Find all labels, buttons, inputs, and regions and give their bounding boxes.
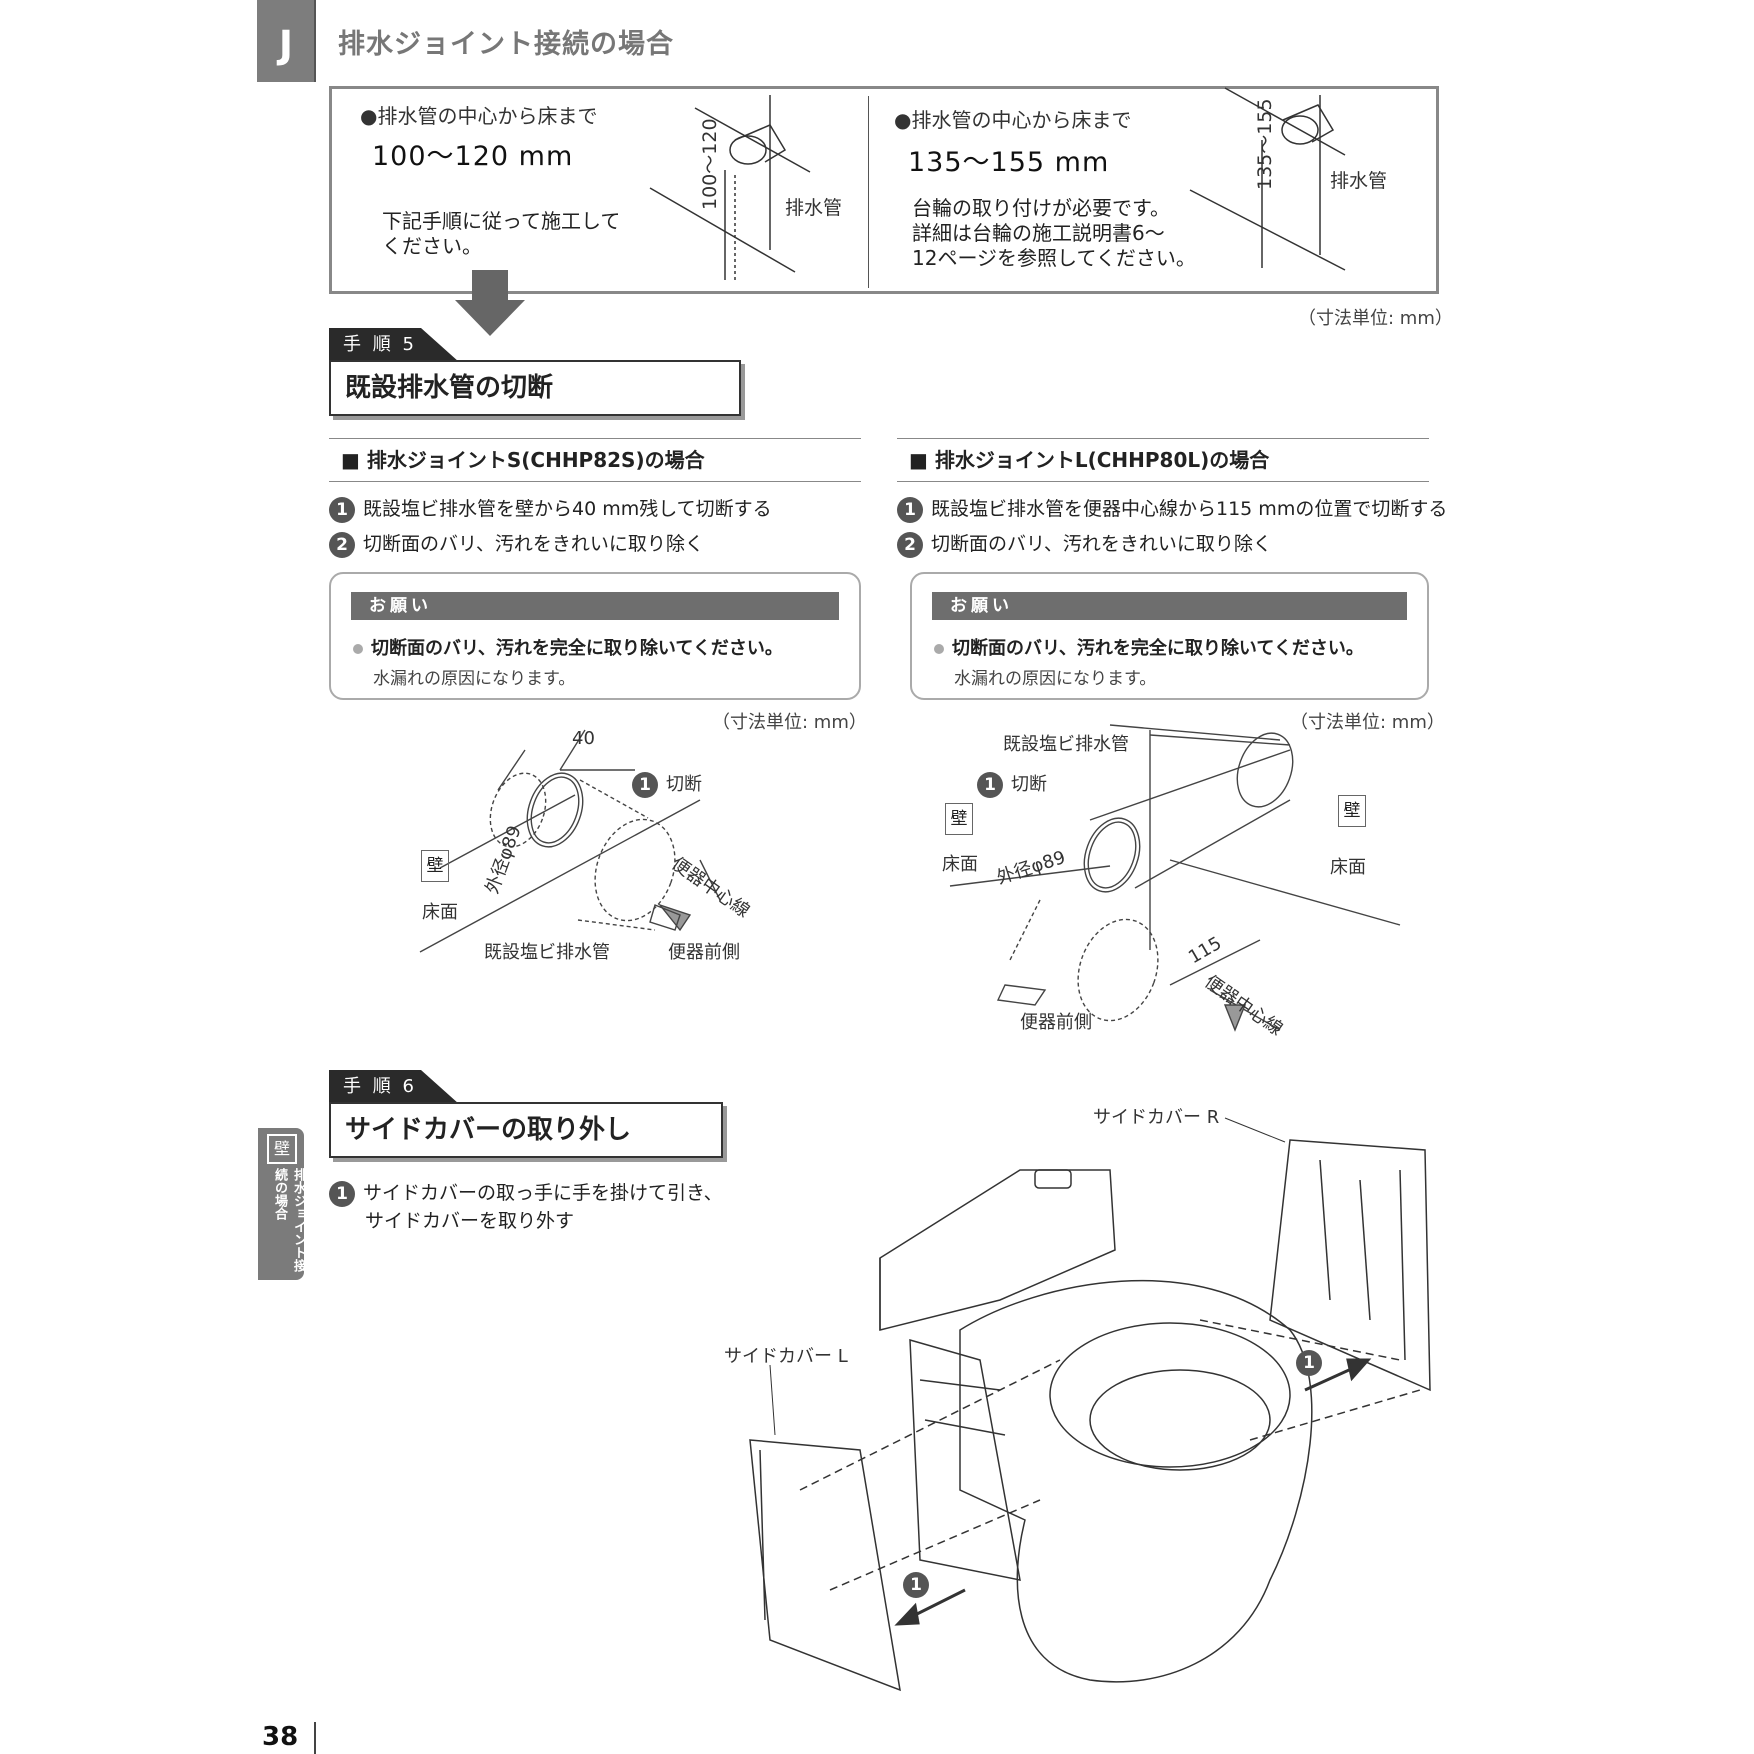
unit-note-top: （寸法単位: mm） <box>1298 308 1453 329</box>
dim-label-left: 100～120 <box>699 118 721 210</box>
number-badge: 1 <box>897 496 923 523</box>
number-badge: 2 <box>329 531 355 558</box>
fig-right-wall-right: 壁 <box>1338 795 1366 827</box>
step6-step-1-cont: サイドカバーを取り外す <box>365 1210 575 1232</box>
fig-right-wall-left: 壁 <box>945 803 973 835</box>
right-note-3: 12ページを参照してください。 <box>912 246 1196 270</box>
fig-left-front: 便器前側 <box>668 942 740 963</box>
fig-left-wall: 壁 <box>421 850 449 882</box>
note-title: お願い <box>932 592 1407 620</box>
step5-left-step-2: 2 切断面のバリ、汚れをきれいに取り除く <box>329 529 704 558</box>
step5-left-step-1: 1 既設塩ビ排水管を壁から40 mm残して切断する <box>329 494 772 523</box>
bullet-dot <box>353 644 363 654</box>
step-text: 切断面のバリ、汚れをきれいに取り除く <box>931 533 1272 555</box>
down-arrow-icon <box>455 270 525 336</box>
cut-figure-left <box>419 729 721 953</box>
pipe-label-left: 排水管 <box>785 197 843 219</box>
pipe-figure-left <box>649 95 811 280</box>
number-badge: 1 <box>329 496 355 523</box>
fig-right-pipe: 既設塩ビ排水管 <box>1003 734 1129 755</box>
note-main-text: 切断面のバリ、汚れを完全に取り除いてください。 <box>952 638 1364 659</box>
fig-right-cut: 1 切断 <box>977 770 1047 798</box>
note-sub: 水漏れの原因になります。 <box>954 669 1157 689</box>
right-note-1: 台輪の取り付けが必要です。 <box>912 196 1170 220</box>
toilet-figure <box>749 1139 1431 1692</box>
cut-text: 切断 <box>1011 774 1047 795</box>
step-text: 既設塩ビ排水管を便器中心線から115 mmの位置で切断する <box>931 498 1448 520</box>
step5-title: 既設排水管の切断 <box>329 360 741 416</box>
note-main: 切断面のバリ、汚れを完全に取り除いてください。 <box>353 634 859 660</box>
unit-note-left: （寸法単位: mm） <box>712 712 867 733</box>
right-range: 135～155 mm <box>908 147 1110 178</box>
section-letter: J <box>257 0 315 82</box>
note-sub: 水漏れの原因になります。 <box>373 669 576 689</box>
side-index-tab: 壁 排水ジョイント接続の場合 <box>258 1128 306 1280</box>
fig-right-floor-right: 床面 <box>1330 857 1366 878</box>
step5-left-heading: ■ 排水ジョイントS(CHHP82S)の場合 <box>329 438 861 482</box>
left-instruction-2: ください。 <box>382 234 482 258</box>
cut-figure-right <box>949 724 1401 1032</box>
step5-right-step-1: 1 既設塩ビ排水管を便器中心線から115 mmの位置で切断する <box>897 494 1447 523</box>
number-badge: 1 <box>632 772 658 798</box>
number-badge: 1 <box>903 1572 929 1598</box>
pipe-label-right: 排水管 <box>1330 170 1388 192</box>
top-info-box <box>329 86 1439 294</box>
wall-icon: 壁 <box>267 1134 297 1164</box>
cut-text: 切断 <box>666 774 702 795</box>
right-note-2: 詳細は台輪の施工説明書6～ <box>912 221 1165 245</box>
fig-right-front: 便器前側 <box>1020 1012 1092 1033</box>
footer-divider <box>314 1722 316 1754</box>
number-badge: 2 <box>897 531 923 558</box>
header-divider <box>314 0 316 82</box>
top-box-divider <box>868 96 869 288</box>
right-bullet: ●排水管の中心から床まで <box>894 108 1132 132</box>
leader-lines <box>769 1117 1286 1436</box>
fig-left-cut: 1 切断 <box>632 770 702 798</box>
arrow-badge-right: 1 <box>1296 1350 1330 1376</box>
step-text: サイドカバーの取っ手に手を掛けて引き、 <box>363 1182 723 1204</box>
step5-right-step-2: 2 切断面のバリ、汚れをきれいに取り除く <box>897 529 1272 558</box>
fig-left-dim: 40 <box>572 728 595 749</box>
dim-label-right: 135～155 <box>1254 98 1276 190</box>
left-instruction-1: 下記手順に従って施工して <box>382 209 621 233</box>
step6-title: サイドカバーの取り外し <box>329 1102 723 1158</box>
number-badge: 1 <box>977 772 1003 798</box>
note-main: 切断面のバリ、汚れを完全に取り除いてください。 <box>934 634 1427 660</box>
step-text: 切断面のバリ、汚れをきれいに取り除く <box>363 533 704 555</box>
left-range: 100～120 mm <box>372 141 574 172</box>
unit-note-right: （寸法単位: mm） <box>1290 712 1445 733</box>
step6-step-1: 1 サイドカバーの取っ手に手を掛けて引き、 <box>329 1178 723 1207</box>
number-badge: 1 <box>1296 1350 1322 1376</box>
bullet-dot <box>934 644 944 654</box>
step5-right-note: お願い 切断面のバリ、汚れを完全に取り除いてください。 水漏れの原因になります。 <box>910 572 1429 700</box>
page-number: 38 <box>262 1722 299 1752</box>
fig-right-floor-left: 床面 <box>942 854 978 875</box>
step5-right-heading: ■ 排水ジョイントL(CHHP80L)の場合 <box>897 438 1429 482</box>
label-side-cover-r: サイドカバー R <box>1093 1107 1220 1128</box>
fig-left-pipe: 既設塩ビ排水管 <box>484 942 610 963</box>
label-side-cover-l: サイドカバー L <box>724 1346 848 1367</box>
left-bullet: ●排水管の中心から床まで <box>360 104 598 128</box>
note-main-text: 切断面のバリ、汚れを完全に取り除いてください。 <box>371 638 783 659</box>
fig-left-floor: 床面 <box>422 902 458 923</box>
step5-left-note: お願い 切断面のバリ、汚れを完全に取り除いてください。 水漏れの原因になります。 <box>329 572 861 700</box>
side-tab-text: 排水ジョイント接続の場合 <box>272 1168 306 1272</box>
note-title: お願い <box>351 592 839 620</box>
removal-arrows <box>894 1358 1372 1626</box>
number-badge: 1 <box>329 1180 355 1207</box>
page-title: 排水ジョイント接続の場合 <box>338 29 674 60</box>
arrow-badge-left: 1 <box>903 1572 937 1598</box>
pipe-figure-right <box>1189 87 1346 271</box>
step-text: 既設塩ビ排水管を壁から40 mm残して切断する <box>363 498 772 520</box>
